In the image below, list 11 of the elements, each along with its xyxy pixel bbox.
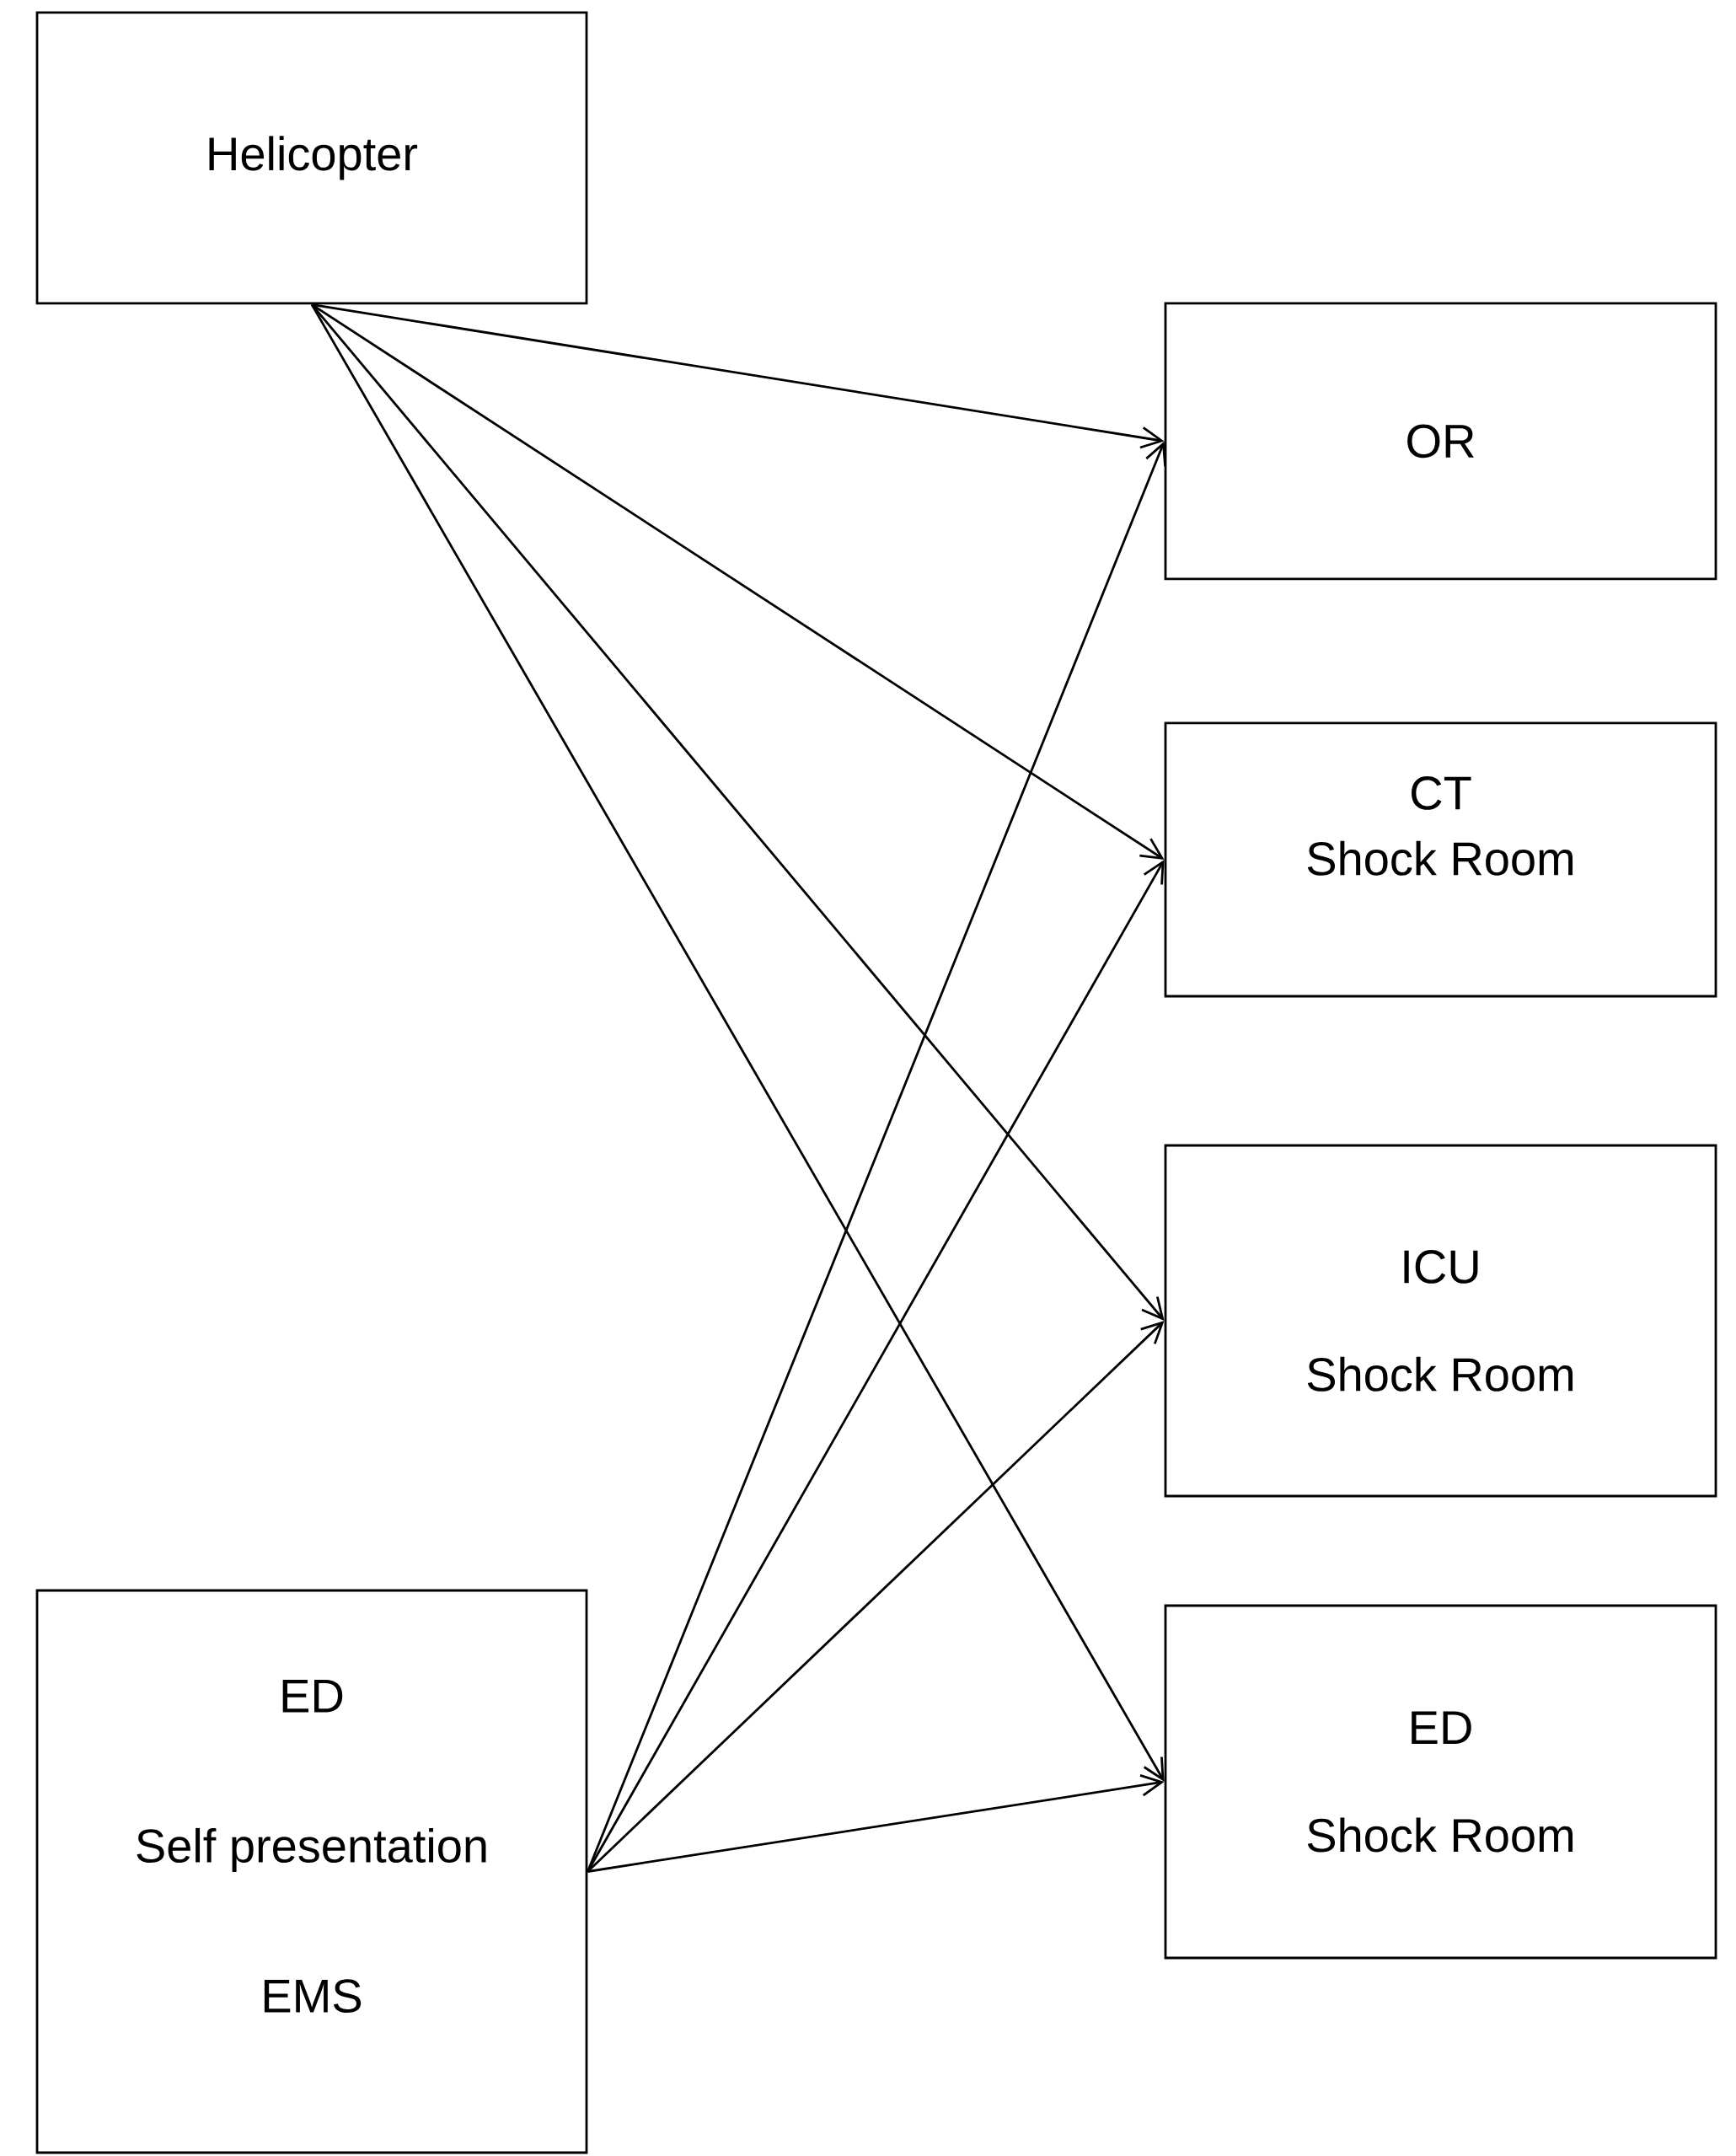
arrow (310, 303, 1165, 1782)
process-box: ED Self presentation EMS (35, 1589, 588, 2154)
arrow (587, 1321, 1165, 1873)
arrow (311, 303, 1165, 860)
process-box: ICU Shock Room (1164, 1144, 1717, 1498)
process-box: OR (1164, 302, 1717, 581)
process-box: ED Shock Room (1164, 1604, 1717, 1960)
process-box: Helicopter (35, 11, 588, 305)
arrow (587, 1773, 1165, 1873)
arrow (311, 303, 1165, 449)
process-box: CT Shock Room (1164, 721, 1717, 998)
